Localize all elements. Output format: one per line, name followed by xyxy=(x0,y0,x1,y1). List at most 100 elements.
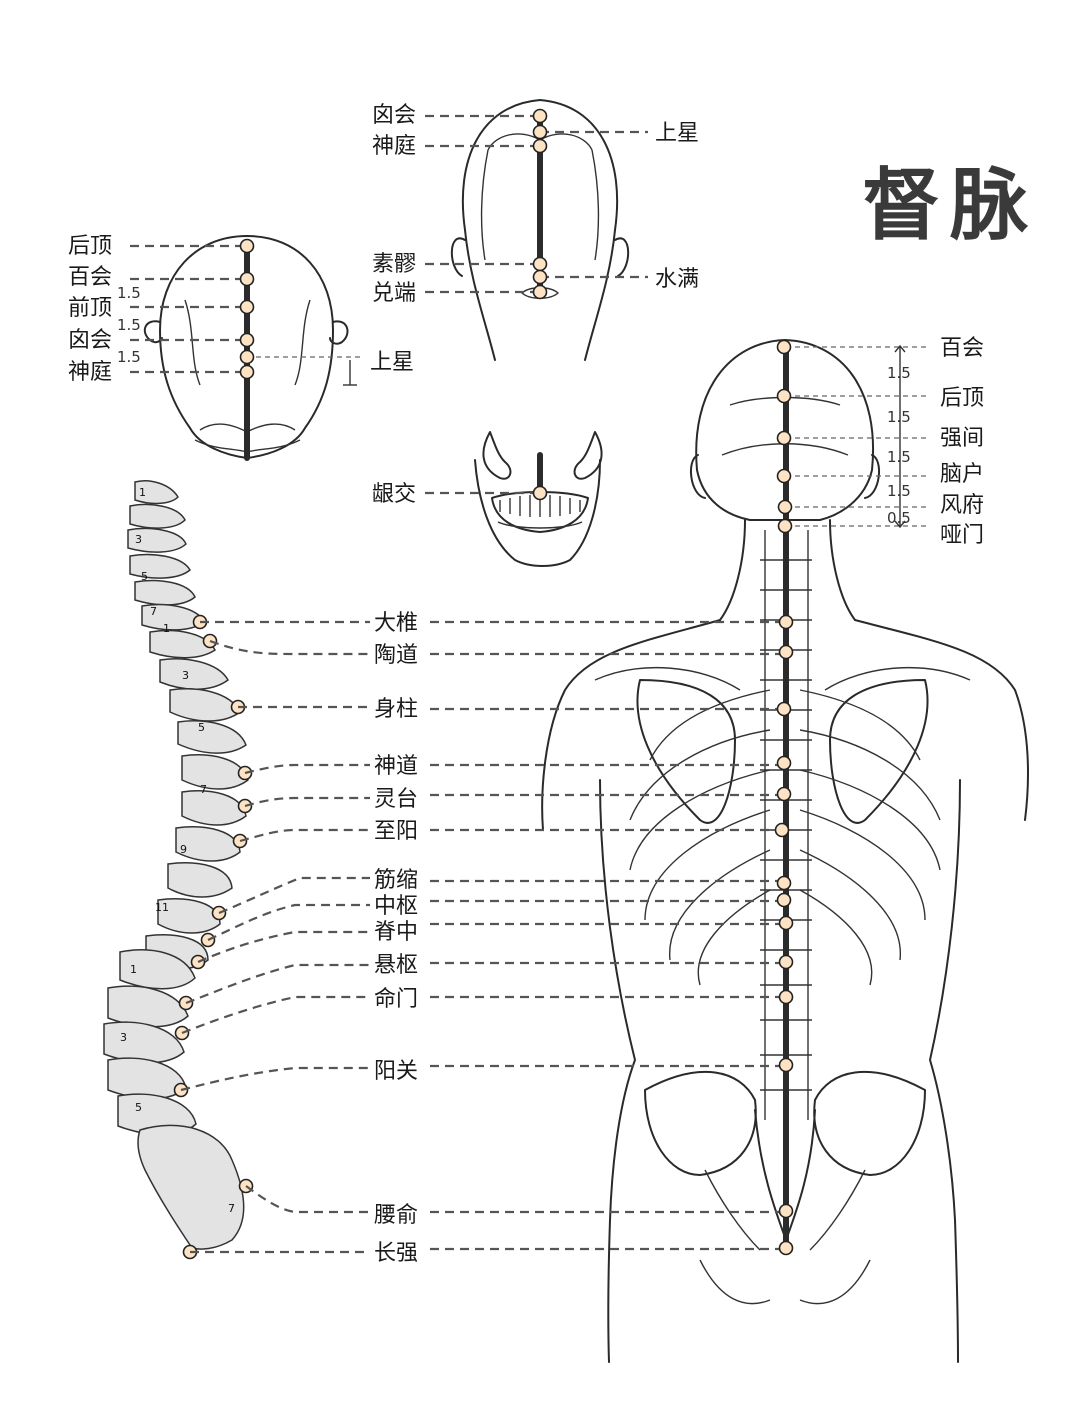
face-point-shangxing xyxy=(532,124,548,140)
crown-view-points xyxy=(239,238,255,380)
vertebra-num-l3: 3 xyxy=(120,1031,127,1044)
vertebra-num-t3: 3 xyxy=(182,669,189,682)
measure-back-5: 0.5 xyxy=(887,509,911,527)
vertebra-num-t5: 5 xyxy=(198,721,205,734)
back-point-xuanshu xyxy=(778,954,794,970)
back-point-zhongshu xyxy=(776,892,792,908)
back-point-yaoshu xyxy=(778,1203,794,1219)
face-view-leaders xyxy=(425,114,648,294)
vertebra-num-t1: 1 xyxy=(163,622,170,635)
label-face-suliao: 素髎 xyxy=(372,252,416,277)
crown-point-baihui xyxy=(239,271,255,287)
face-point-xinhui xyxy=(532,108,548,124)
back-point-dazhui xyxy=(778,614,794,630)
diagram-title: 督脉 xyxy=(862,161,1038,251)
vertebra-num-l5: 5 xyxy=(135,1101,142,1114)
back-point-changqiang xyxy=(778,1240,794,1256)
vertebra-num-c5: 5 xyxy=(141,570,148,583)
vertebra-num-l1: 1 xyxy=(130,963,137,976)
back-point-jizhong xyxy=(778,915,794,931)
measure-crown-1: 1.5 xyxy=(117,284,141,302)
face-point-suliao xyxy=(532,256,548,272)
label-back-houding: 后顶 xyxy=(940,386,984,411)
measure-crown-2: 1.5 xyxy=(117,316,141,334)
label-mingmen: 命门 xyxy=(374,987,418,1012)
vertebra-num-c7: 7 xyxy=(150,605,157,618)
label-face-shangxing: 上星 xyxy=(655,121,699,146)
label-zhongshu: 中枢 xyxy=(374,894,418,919)
back-point-taodao xyxy=(778,644,794,660)
spine-point-labels: 大椎 陶道 身柱 神道 灵台 至阳 筋缩 中枢 脊中 悬枢 命门 阳关 腰俞 长… xyxy=(374,611,418,1266)
label-crown-houding: 后顶 xyxy=(68,234,112,259)
crown-view-labels: 后顶 百会 前顶 囟会 神庭 上星 1.5 1.5 1.5 xyxy=(68,234,414,385)
back-head-labels: 百会 后顶 强间 脑户 风府 哑门 xyxy=(940,336,984,548)
label-changqiang: 长强 xyxy=(374,1241,418,1266)
back-point-baihui xyxy=(776,339,792,355)
crown-point-houding xyxy=(239,238,255,254)
back-point-houding xyxy=(776,388,792,404)
label-dazhui: 大椎 xyxy=(374,611,418,636)
label-xuanshu: 悬枢 xyxy=(374,953,418,978)
face-view-points xyxy=(532,108,548,300)
label-crown-shangxing: 上星 xyxy=(370,350,414,375)
back-spine-leaders xyxy=(430,620,786,1251)
back-point-qiangjian xyxy=(776,430,792,446)
back-spine-points xyxy=(774,614,794,1256)
label-crown-shenting: 神庭 xyxy=(68,360,112,385)
face-point-duiduan xyxy=(532,284,548,300)
back-head-measures: 1.5 1.5 1.5 1.5 0.5 xyxy=(887,364,911,527)
mouth-point-yinjiao xyxy=(532,485,548,501)
measure-back-2: 1.5 xyxy=(887,408,911,426)
label-yangguan: 阳关 xyxy=(374,1059,418,1084)
label-taodao: 陶道 xyxy=(374,643,418,668)
vertebra-num-t9: 9 xyxy=(180,843,187,856)
back-point-mingmen xyxy=(778,989,794,1005)
back-body xyxy=(541,339,1029,1363)
label-jizhong: 脊中 xyxy=(374,920,418,945)
vertebra-num-c1: 1 xyxy=(139,486,146,499)
back-point-yangguan xyxy=(778,1057,794,1073)
face-view-labels: 囟会 神庭 上星 素髎 兑端 水满 xyxy=(372,103,699,306)
crown-point-shangxing xyxy=(239,364,255,380)
face-point-shuiman xyxy=(532,269,548,285)
label-crown-baihui: 百会 xyxy=(68,265,112,290)
measure-crown-3: 1.5 xyxy=(117,348,141,366)
label-back-naohu: 脑户 xyxy=(940,462,984,487)
back-point-naohu xyxy=(776,468,792,484)
label-shenzhu: 身柱 xyxy=(374,697,418,722)
label-face-duiduan: 兑端 xyxy=(372,281,416,306)
measure-back-4: 1.5 xyxy=(887,482,911,500)
side-spine: 1 3 5 7 1 3 5 7 9 11 1 3 5 7 xyxy=(103,480,249,1250)
face-point-shenting xyxy=(532,138,548,154)
back-point-jinsuo xyxy=(776,875,792,891)
vertebra-num-t11: 11 xyxy=(155,901,169,914)
label-face-shuiman: 水满 xyxy=(655,267,699,292)
label-shendao: 神道 xyxy=(374,754,418,779)
back-point-shendao xyxy=(776,755,792,771)
back-point-shenzhu xyxy=(776,701,792,717)
label-back-fengfu: 风府 xyxy=(940,493,984,518)
label-face-xinhui: 囟会 xyxy=(372,103,416,128)
measure-back-1: 1.5 xyxy=(887,364,911,382)
crown-point-xinhui xyxy=(239,332,255,348)
back-point-lingtai xyxy=(776,786,792,802)
label-back-yamen: 哑门 xyxy=(940,523,984,548)
mouth-view xyxy=(474,431,603,567)
vertebra-num-c3: 3 xyxy=(135,533,142,546)
vertebra-num-co7: 7 xyxy=(228,1202,235,1215)
measure-back-3: 1.5 xyxy=(887,448,911,466)
label-lingtai: 灵台 xyxy=(374,787,418,812)
label-mouth-yinjiao: 龈交 xyxy=(372,482,416,507)
label-zhiyang: 至阳 xyxy=(374,819,418,844)
label-face-shenting: 神庭 xyxy=(372,134,416,159)
back-point-yamen xyxy=(777,518,793,534)
label-crown-xinhui: 囟会 xyxy=(68,328,112,353)
label-back-baihui: 百会 xyxy=(940,336,984,361)
back-point-fengfu xyxy=(777,499,793,515)
label-back-qiangjian: 强间 xyxy=(940,426,984,451)
back-head-points xyxy=(776,339,793,534)
vertebra-num-t7: 7 xyxy=(200,783,207,796)
side-spine-leaders xyxy=(180,620,370,1254)
back-head-guides xyxy=(786,344,930,529)
